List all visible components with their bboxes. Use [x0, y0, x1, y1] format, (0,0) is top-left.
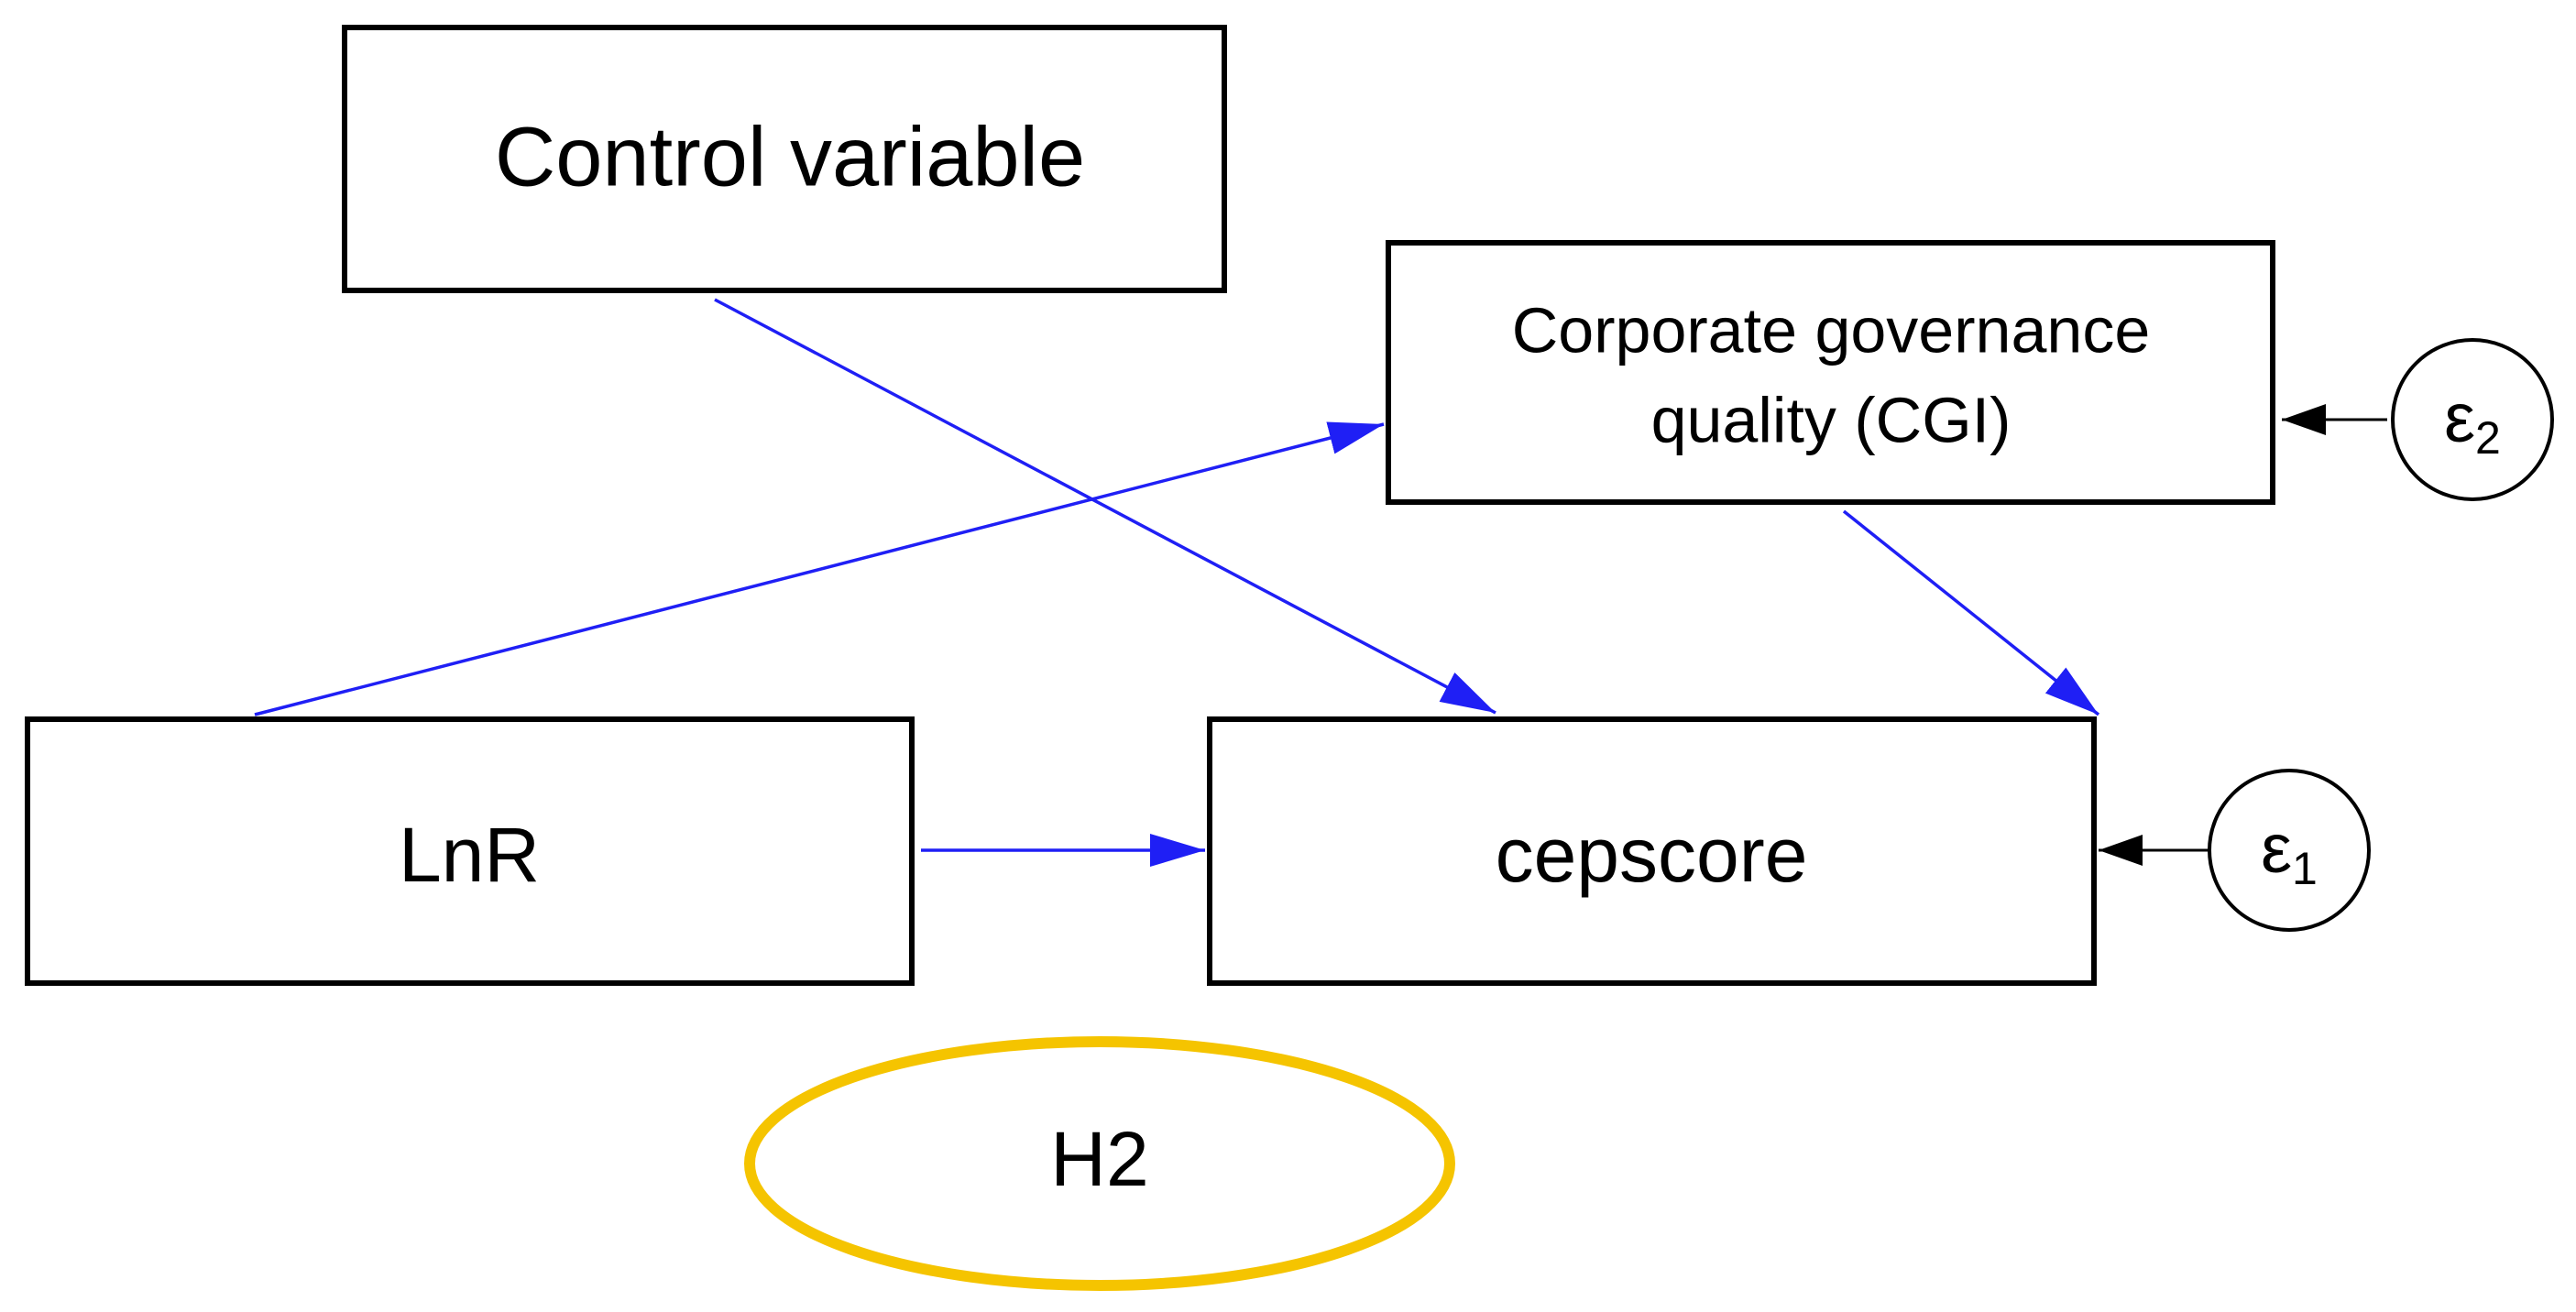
hypothesis-h2: H2 — [744, 1036, 1455, 1291]
error-e2: ε2 — [2391, 338, 2554, 501]
error-e2-label: ε2 — [2444, 379, 2501, 464]
hypothesis-h2-label: H2 — [1050, 1116, 1148, 1202]
node-cgi-label-line2: quality (CGI) — [1651, 384, 2011, 455]
node-lnr-label: LnR — [399, 812, 540, 898]
error-e1-label: ε1 — [2261, 810, 2318, 894]
node-cepscore-label: cepscore — [1496, 812, 1808, 898]
hypothesis-h2-outline — [744, 1036, 1455, 1291]
node-control-variable: Control variable — [342, 25, 1227, 293]
node-lnr: LnR — [25, 716, 915, 986]
node-control-variable-label: Control variable — [495, 110, 1085, 203]
error-e1-subscript: 1 — [2292, 843, 2318, 894]
arrow-control-to-cepscore — [714, 298, 1496, 715]
arrow-lnr-to-cgi — [254, 421, 1385, 716]
node-cgi-label-line1: Corporate governance — [1512, 294, 2151, 366]
error-e1: ε1 — [2208, 769, 2371, 932]
error-e2-symbol: ε — [2444, 379, 2475, 457]
node-cepscore: cepscore — [1207, 716, 2097, 986]
error-e1-symbol: ε — [2261, 810, 2292, 888]
arrow-cgi-to-cepscore — [1842, 509, 2100, 716]
node-cgi: Corporate governance quality (CGI) — [1386, 240, 2275, 505]
error-e2-subscript: 2 — [2475, 412, 2501, 464]
